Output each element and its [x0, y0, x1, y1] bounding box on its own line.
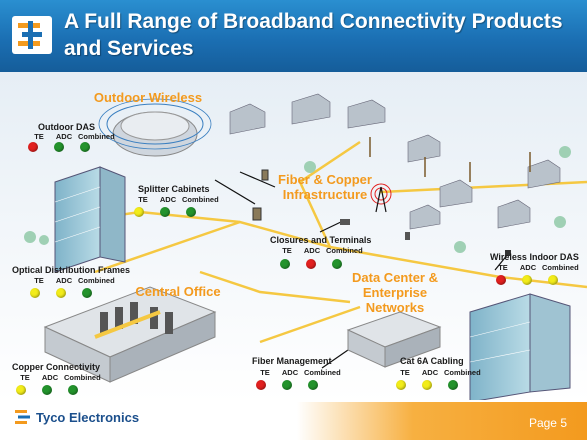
splitter-cabinets-legend: TE ADC Combined	[132, 195, 219, 204]
legend-combined: Combined	[64, 373, 101, 382]
copper-connectivity-legend: TE ADC Combined	[14, 373, 101, 382]
closures-terminals-label: Closures and Terminals	[270, 235, 372, 245]
status-dot-adc	[56, 288, 66, 298]
status-dot-combined	[80, 142, 90, 152]
legend-te: TE	[34, 276, 44, 285]
houses-icon	[229, 93, 561, 230]
status-dot-combined	[68, 385, 78, 395]
status-dot-combined	[548, 275, 558, 285]
legend-adc: ADC	[55, 276, 73, 285]
status-dot-te	[256, 380, 266, 390]
network-scene-art	[0, 72, 587, 403]
legend-te: TE	[282, 246, 292, 255]
closures-terminals-legend: TE ADC Combined	[276, 246, 363, 255]
section-outdoor-wireless: Outdoor Wireless	[93, 90, 203, 105]
status-dot-combined	[332, 259, 342, 269]
status-dot-adc	[160, 207, 170, 217]
legend-adc: ADC	[159, 195, 177, 204]
legend-te: TE	[34, 132, 44, 141]
slide-footer: Tyco Electronics Page 5	[0, 400, 587, 440]
indoor-das-icon	[505, 250, 511, 256]
brand-name: Tyco Electronics	[36, 410, 140, 425]
legend-te: TE	[20, 373, 30, 382]
legend-adc: ADC	[55, 132, 73, 141]
wireless-indoor-das-legend: TE ADC Combined	[492, 263, 579, 272]
status-dot-adc	[42, 385, 52, 395]
status-dot-te	[16, 385, 26, 395]
fiber-management-legend: TE ADC Combined	[254, 368, 341, 377]
optical-distribution-legend: TE ADC Combined	[28, 276, 115, 285]
status-dot-adc	[522, 275, 532, 285]
cell-tower-icon	[370, 183, 392, 213]
splitter-cabinet-icon	[252, 207, 262, 221]
legend-adc: ADC	[303, 246, 321, 255]
legend-combined: Combined	[542, 263, 579, 272]
legend-combined: Combined	[326, 246, 363, 255]
legend-te: TE	[400, 368, 410, 377]
legend-te: TE	[260, 368, 270, 377]
wireless-indoor-das-label: Wireless Indoor DAS	[490, 252, 579, 262]
tyco-logo-icon	[12, 16, 52, 54]
optical-distribution-label: Optical Distribution Frames	[12, 265, 131, 275]
trees-icon	[24, 146, 571, 253]
legend-combined: Combined	[444, 368, 481, 377]
splitter-cabinets-label: Splitter Cabinets	[138, 184, 210, 194]
legend-adc: ADC	[519, 263, 537, 272]
copper-connectivity-label: Copper Connectivity	[12, 362, 101, 372]
section-fiber-copper: Fiber & Copper Infrastructure	[278, 172, 372, 202]
legend-adc: ADC	[41, 373, 59, 382]
slide-title: A Full Range of Broadband Connectivity P…	[64, 10, 563, 60]
status-dot-te	[134, 207, 144, 217]
status-dot-te	[496, 275, 506, 285]
status-dot-combined	[448, 380, 458, 390]
status-dot-adc	[422, 380, 432, 390]
outdoor-das-label: Outdoor DAS	[38, 122, 95, 132]
legend-adc: ADC	[421, 368, 439, 377]
cat6a-cabling-legend: TE ADC Combined	[394, 368, 481, 377]
cat6a-cabling-label: Cat 6A Cabling	[400, 356, 464, 366]
data-center-icon	[346, 311, 442, 368]
legend-combined: Combined	[78, 132, 115, 141]
utility-poles-icon	[369, 137, 531, 182]
status-dot-adc	[282, 380, 292, 390]
tyco-footer-logo-icon	[14, 408, 32, 431]
legend-combined: Combined	[182, 195, 219, 204]
status-dot-te	[396, 380, 406, 390]
legend-combined: Combined	[304, 368, 341, 377]
status-dot-te	[280, 259, 290, 269]
status-dot-adc	[54, 142, 64, 152]
status-dot-adc	[306, 259, 316, 269]
legend-combined: Combined	[78, 276, 115, 285]
legend-te: TE	[498, 263, 508, 272]
page-number: Page 5	[528, 416, 567, 430]
status-dot-te	[28, 142, 38, 152]
enterprise-tower-icon	[469, 293, 571, 403]
slide-header: A Full Range of Broadband Connectivity P…	[0, 0, 587, 72]
status-dot-combined	[186, 207, 196, 217]
status-dot-combined	[308, 380, 318, 390]
central-office-icon	[43, 286, 217, 383]
outdoor-das-legend: TE ADC Combined	[28, 132, 115, 141]
office-building-icon	[54, 166, 126, 273]
legend-adc: ADC	[281, 368, 299, 377]
closure-icon	[340, 219, 350, 225]
network-illustration: Outdoor Wireless Fiber & Copper Infrastr…	[0, 72, 587, 403]
status-dot-combined	[82, 288, 92, 298]
section-central-office: Central Office	[135, 284, 221, 299]
section-data-center: Data Center & Enterprise Networks	[352, 270, 438, 315]
status-dot-te	[30, 288, 40, 298]
fiber-management-label: Fiber Management	[252, 356, 332, 366]
legend-te: TE	[138, 195, 148, 204]
footer-accent-bar	[297, 402, 587, 440]
stadium-icon	[98, 98, 212, 157]
